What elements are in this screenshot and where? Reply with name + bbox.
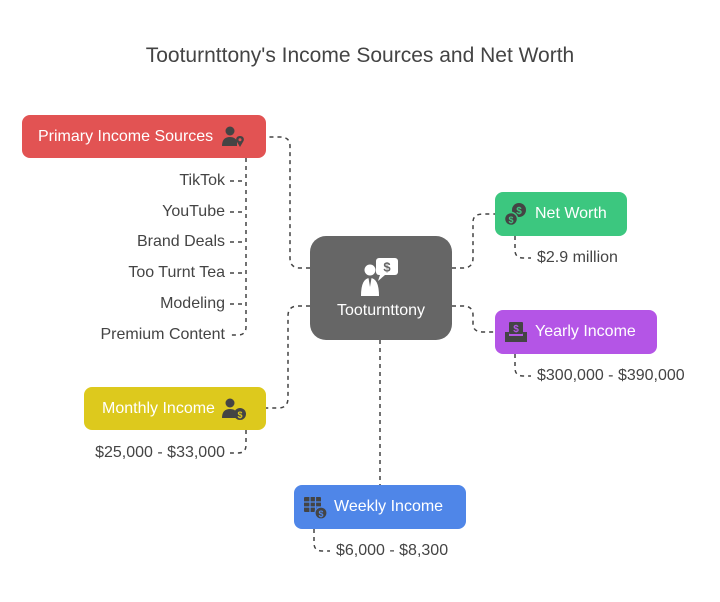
svg-text:$: $: [508, 215, 513, 225]
connector-networth: [452, 213, 495, 269]
net-worth-value: $2.9 million: [537, 249, 618, 266]
connector-primary: [266, 136, 310, 269]
weekly-income-label: Weekly Income: [334, 498, 444, 515]
person-location-icon: [221, 124, 247, 150]
net-worth-node: $ $ Net Worth: [495, 192, 627, 236]
bracket-networth: [514, 236, 531, 259]
svg-text:$: $: [513, 324, 519, 335]
bracket-weekly: [313, 529, 330, 552]
svg-text:$: $: [516, 206, 522, 217]
center-node: $ Tooturnttony: [310, 236, 452, 340]
yearly-income-node: $ Yearly Income: [495, 310, 657, 354]
primary-item-tiktok: TikTok: [179, 172, 225, 189]
center-label: Tooturnttony: [336, 302, 426, 319]
svg-text:$: $: [318, 509, 323, 519]
net-worth-label: Net Worth: [535, 205, 607, 222]
weekly-income-node: $ Weekly Income: [294, 485, 466, 529]
primary-item-too-turnt-tea: Too Turnt Tea: [128, 264, 225, 281]
primary-item-brand-deals: Brand Deals: [136, 233, 225, 250]
primary-item-youtube: YouTube: [162, 203, 225, 220]
bracket-yearly: [514, 354, 531, 377]
primary-income-label: Primary Income Sources: [38, 127, 214, 145]
cash-tray-icon: $: [503, 319, 529, 345]
monthly-income-value: $25,000 - $33,000: [95, 444, 225, 461]
person-money-speech-icon: $: [357, 256, 405, 298]
table-dollar-icon: $: [302, 494, 328, 520]
coins-icon: $ $: [503, 201, 529, 227]
monthly-income-label: Monthly Income: [102, 399, 215, 417]
diagram-title: Tooturnttony's Income Sources and Net Wo…: [145, 44, 575, 67]
svg-text:$: $: [237, 410, 242, 420]
yearly-income-label: Yearly Income: [535, 323, 636, 340]
connector-yearly: [452, 305, 495, 333]
yearly-income-value: $300,000 - $390,000: [537, 367, 685, 384]
svg-text:$: $: [383, 260, 391, 275]
bracket-primary: [230, 158, 247, 336]
weekly-income-value: $6,000 - $8,300: [336, 542, 449, 559]
person-dollar-icon: $: [221, 396, 247, 422]
connector-monthly: [266, 305, 310, 409]
primary-item-modeling: Modeling: [160, 295, 225, 312]
primary-item-premium-content: Premium Content: [100, 326, 226, 343]
primary-income-node: Primary Income Sources: [22, 115, 266, 158]
monthly-income-node: Monthly Income $: [84, 387, 266, 430]
bracket-monthly: [230, 430, 247, 454]
